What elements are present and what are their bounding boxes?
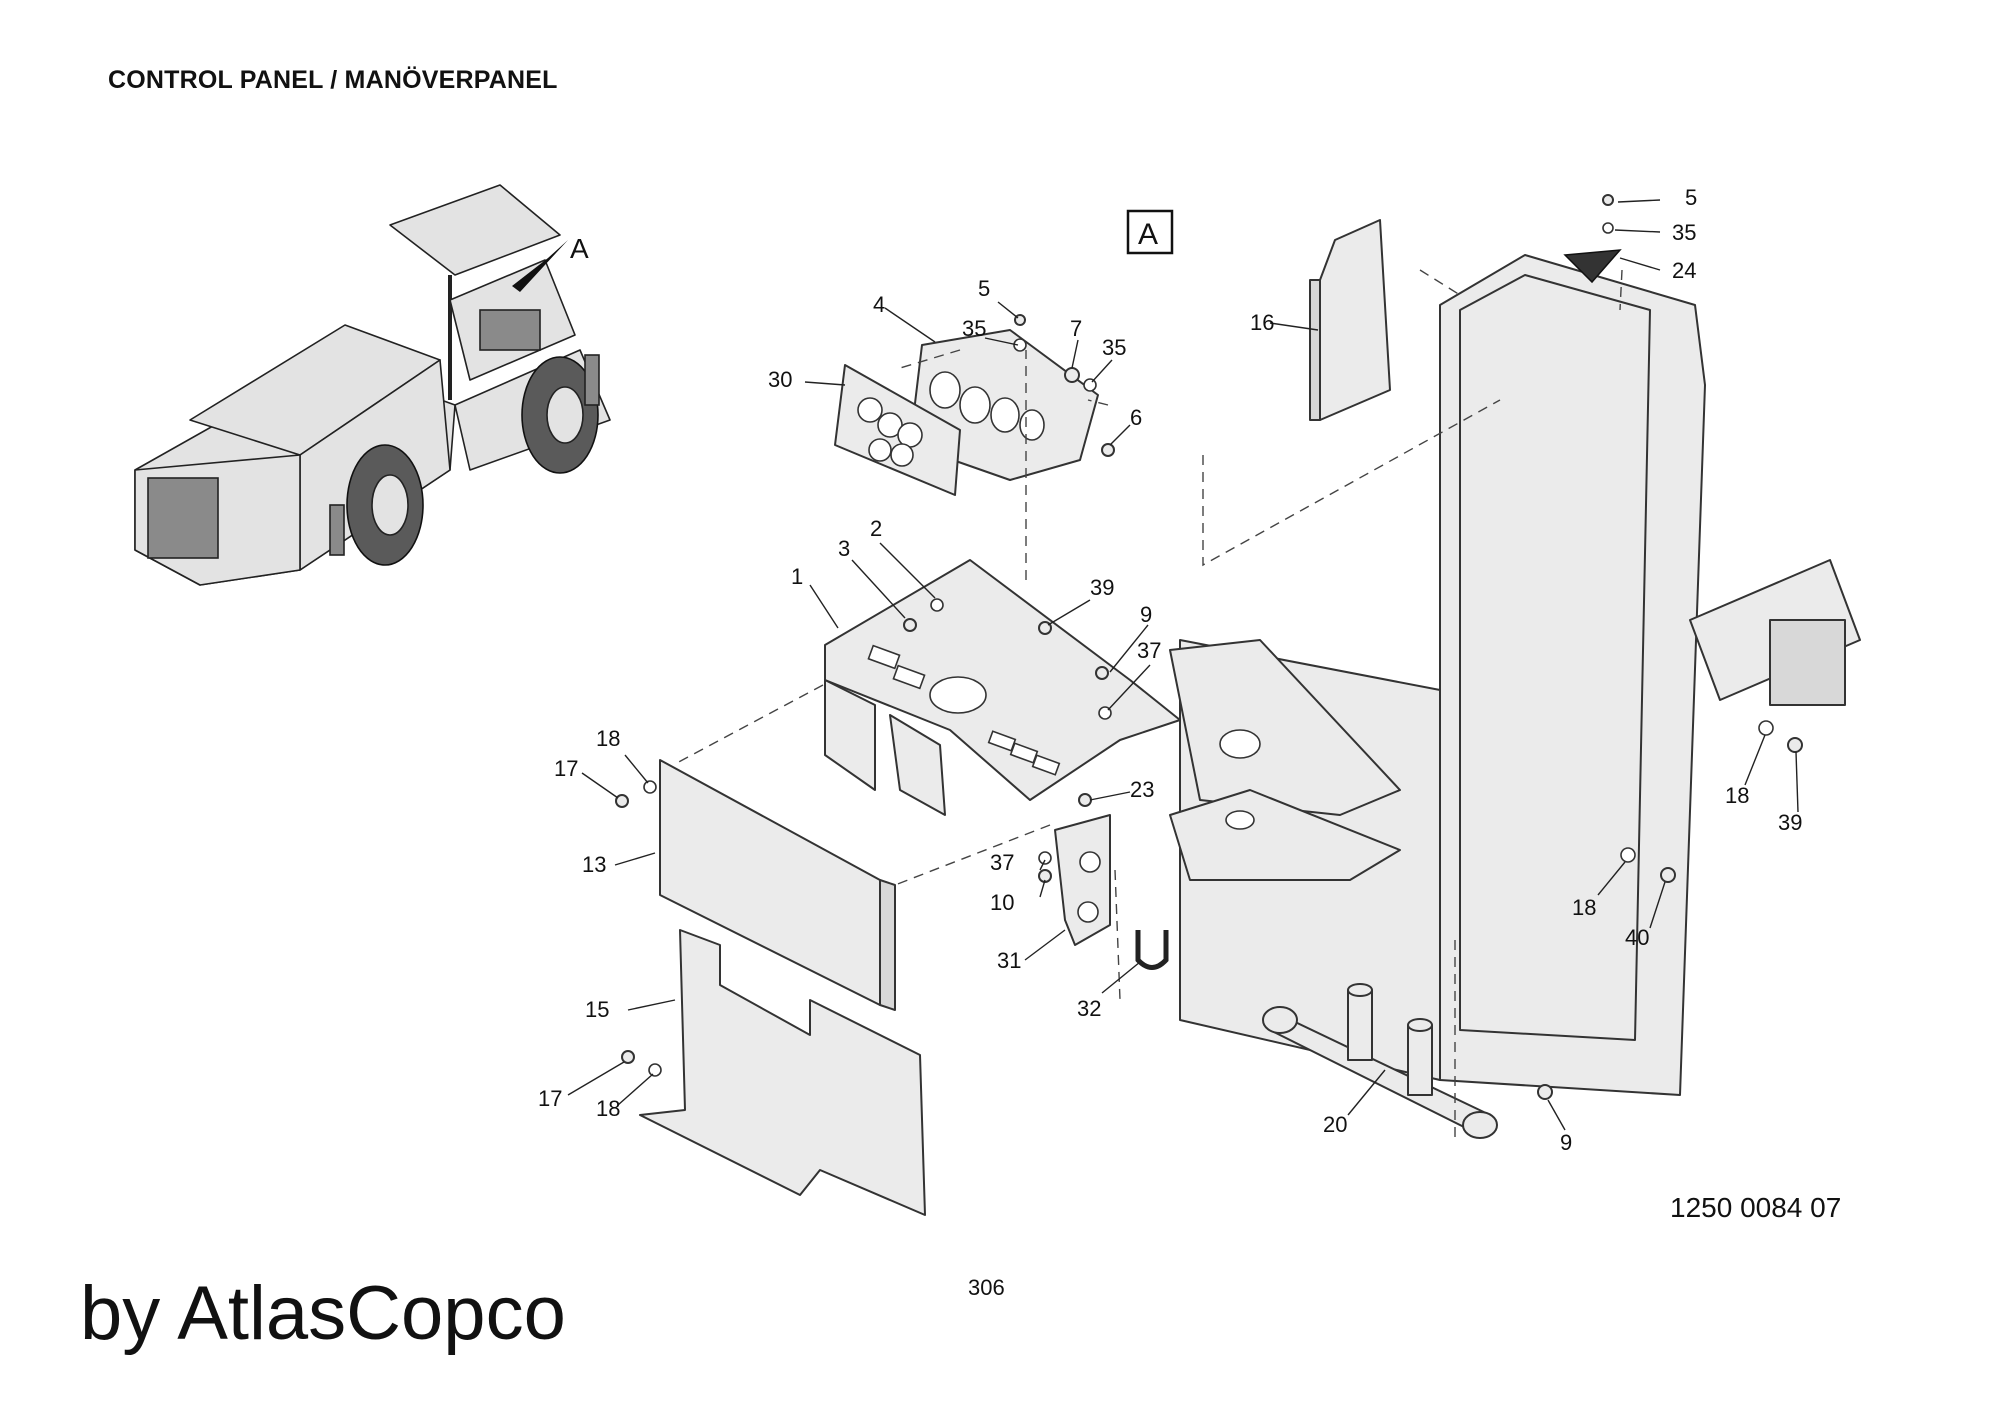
- mounting-plate-1: [824, 559, 1181, 816]
- page-number: 306: [968, 1275, 1005, 1300]
- part-label: 1: [791, 564, 803, 589]
- part-label: 4: [873, 292, 885, 317]
- part-label: 40: [1625, 925, 1649, 950]
- fasteners: [615, 194, 1803, 1100]
- u-bolt-32: [1135, 930, 1169, 970]
- part-label: 39: [1778, 810, 1802, 835]
- vehicle-illustration: [134, 184, 611, 586]
- part-label: 37: [1137, 638, 1161, 663]
- pivot-pin-20: [1262, 983, 1498, 1139]
- part-label: 17: [554, 756, 578, 781]
- part-label: 3: [838, 536, 850, 561]
- part-label: 24: [1672, 258, 1696, 283]
- part-label: 13: [582, 852, 606, 877]
- part-label: 35: [962, 316, 986, 341]
- detail-a-label: A: [1138, 218, 1158, 251]
- cover-plate-30: [834, 364, 961, 496]
- part-label: 39: [1090, 575, 1114, 600]
- part-label: 30: [768, 367, 792, 392]
- part-label: 6: [1130, 405, 1142, 430]
- part-label: 2: [870, 516, 882, 541]
- part-label: 20: [1323, 1112, 1347, 1137]
- part-label: 35: [1672, 220, 1696, 245]
- guard-plate-15: [639, 929, 926, 1216]
- part-label: 10: [990, 890, 1014, 915]
- part-label: 9: [1560, 1130, 1572, 1155]
- part-label: 5: [1685, 185, 1697, 210]
- page-title: CONTROL PANEL / MANÖVERPANEL: [108, 66, 558, 94]
- part-label: 35: [1102, 335, 1126, 360]
- part-label: 31: [997, 948, 1021, 973]
- part-label: 18: [596, 726, 620, 751]
- plate-24: [1563, 249, 1622, 284]
- detail-a-box: [1126, 209, 1174, 255]
- part-label: 37: [990, 850, 1014, 875]
- part-label: 18: [1725, 783, 1749, 808]
- vehicle-callout-a: A: [570, 233, 589, 264]
- part-label: 18: [596, 1096, 620, 1121]
- part-label: 15: [585, 997, 609, 1022]
- part-label: 7: [1070, 316, 1082, 341]
- part-number-labels: 1 2 3 4 5 35 7 35 6 30 39 9 37 23 37 10 …: [538, 185, 1802, 1155]
- brand-watermark: by AtlasCopco: [80, 1271, 566, 1356]
- drawing-number: 1250 0084 07: [1670, 1192, 1842, 1223]
- part-label: 9: [1140, 602, 1152, 627]
- part-label: 16: [1250, 310, 1274, 335]
- part-label: 23: [1130, 777, 1154, 802]
- bracket-16: [1319, 219, 1391, 421]
- part-label: 18: [1572, 895, 1596, 920]
- part-label: 5: [978, 276, 990, 301]
- bracket-31: [1054, 814, 1111, 946]
- part-label: 17: [538, 1086, 562, 1111]
- main-frame: [1169, 254, 1861, 1096]
- leader-lines: [567, 199, 1799, 1131]
- part-label: 32: [1077, 996, 1101, 1021]
